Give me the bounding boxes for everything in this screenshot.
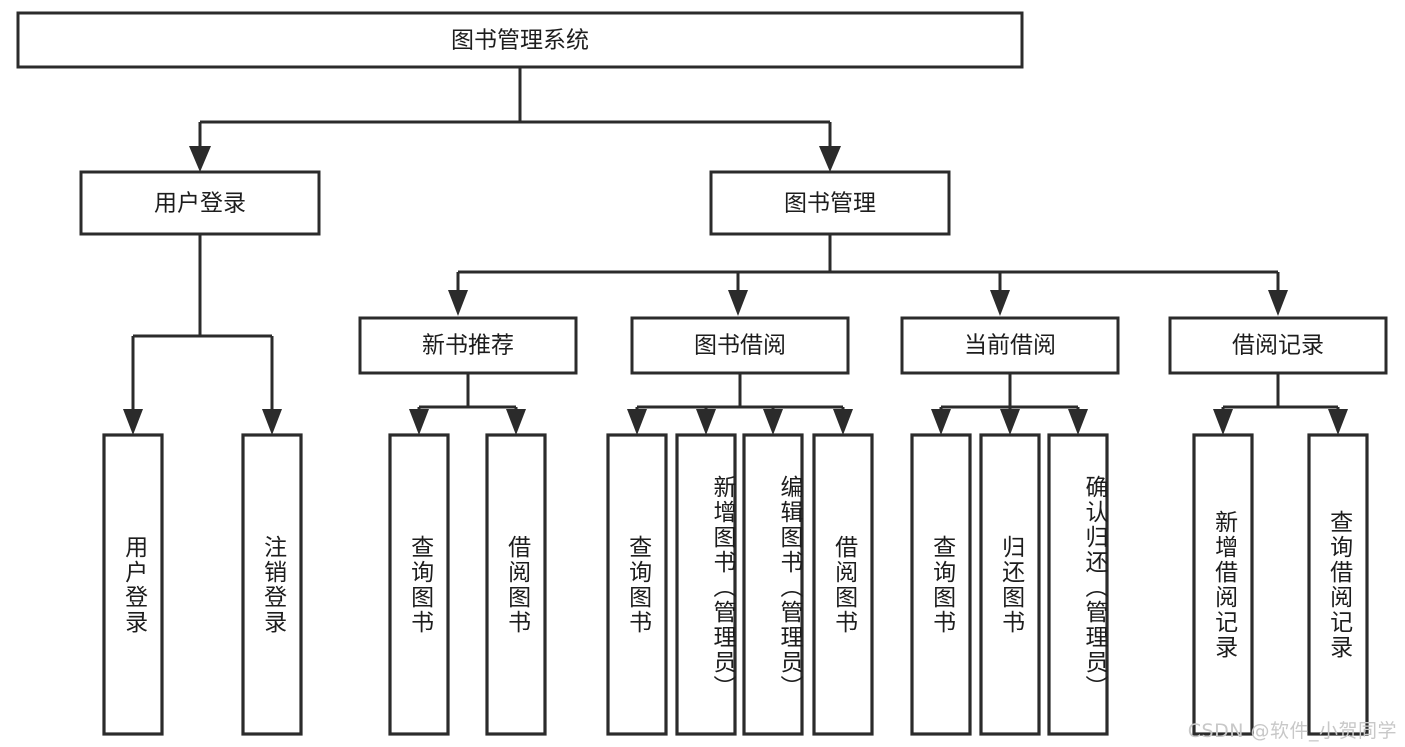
leaf-box-borrow-book-1[interactable]	[485, 433, 547, 736]
arrowhead-bookmgmt-to-newbook	[448, 290, 468, 316]
leaf-box-edit-book-admin[interactable]	[742, 433, 804, 736]
arrowhead-record-to-leaf2	[1328, 409, 1348, 435]
connector-group-bookmgmt	[448, 234, 1288, 316]
leaf-box-borrow-book-2[interactable]	[812, 433, 874, 736]
leaf-box-add-borrow-record[interactable]	[1192, 433, 1254, 736]
arrowhead-bookmgmt-to-current	[990, 290, 1010, 316]
node-book-borrow-label: 图书借阅	[694, 333, 786, 359]
node-book-borrow-box[interactable]	[630, 316, 850, 375]
connector-group-current	[931, 373, 1088, 435]
node-book-management[interactable]: 图书管理	[709, 170, 951, 236]
node-borrow-record-label: 借阅记录	[1232, 333, 1324, 359]
leaf-box-return-book[interactable]	[979, 433, 1041, 736]
arrowhead-newbook-to-leaf1	[409, 409, 429, 435]
arrowhead-newbook-to-leaf2	[506, 409, 526, 435]
node-book-management-box[interactable]	[709, 170, 951, 236]
arrowhead-record-to-leaf1	[1213, 409, 1233, 435]
leaf-box-query-borrow-record[interactable]	[1307, 433, 1369, 736]
arrowhead-login-to-leaf2	[262, 409, 282, 435]
connector-group-borrow	[627, 373, 853, 435]
node-new-book-recommend-box[interactable]	[358, 316, 578, 375]
connector-group-login	[123, 234, 282, 435]
node-new-book-recommend[interactable]: 新书推荐	[358, 316, 578, 375]
node-user-login-box[interactable]	[79, 170, 321, 236]
watermark-text: CSDN @软件_小贺同学	[1187, 720, 1397, 742]
leaf-box-logout[interactable]	[241, 433, 303, 736]
leaf-box-query-book-2[interactable]	[606, 433, 668, 736]
arrowhead-current-to-leaf2	[1000, 409, 1020, 435]
node-root[interactable]: 图书管理系统	[16, 11, 1024, 69]
node-new-book-recommend-label: 新书推荐	[422, 333, 514, 359]
arrowhead-current-to-leaf3	[1068, 409, 1088, 435]
node-borrow-record[interactable]: 借阅记录	[1168, 316, 1388, 375]
node-book-borrow[interactable]: 图书借阅	[630, 316, 850, 375]
node-current-borrow-box[interactable]	[900, 316, 1120, 375]
arrowhead-borrow-to-leaf3	[763, 409, 783, 435]
node-root-box[interactable]	[16, 11, 1024, 69]
leaf-box-confirm-return-admin[interactable]	[1047, 433, 1109, 736]
node-borrow-record-box[interactable]	[1168, 316, 1388, 375]
arrowhead-root-to-login	[189, 146, 211, 172]
node-user-login[interactable]: 用户登录	[79, 170, 321, 236]
node-root-label: 图书管理系统	[451, 28, 589, 54]
leaf-box-query-book-3[interactable]	[910, 433, 972, 736]
arrowhead-root-to-bookmgmt	[819, 146, 841, 172]
connector-group-newbook	[409, 373, 526, 435]
connector-group-root	[189, 67, 841, 172]
leaf-box-add-book-admin[interactable]	[675, 433, 737, 736]
node-user-login-label: 用户登录	[154, 191, 246, 217]
node-current-borrow-label: 当前借阅	[964, 333, 1056, 359]
node-current-borrow[interactable]: 当前借阅	[900, 316, 1120, 375]
arrowhead-current-to-leaf1	[931, 409, 951, 435]
node-book-management-label: 图书管理	[784, 191, 876, 217]
arrowhead-borrow-to-leaf2	[696, 409, 716, 435]
arrowhead-borrow-to-leaf4	[833, 409, 853, 435]
arrowhead-bookmgmt-to-borrow	[728, 290, 748, 316]
leaf-box-user-login[interactable]	[102, 433, 164, 736]
connector-group-record	[1213, 373, 1348, 435]
arrowhead-borrow-to-leaf1	[627, 409, 647, 435]
leaf-box-query-book-1[interactable]	[388, 433, 450, 736]
arrowhead-login-to-leaf1	[123, 409, 143, 435]
arrowhead-bookmgmt-to-record	[1268, 290, 1288, 316]
